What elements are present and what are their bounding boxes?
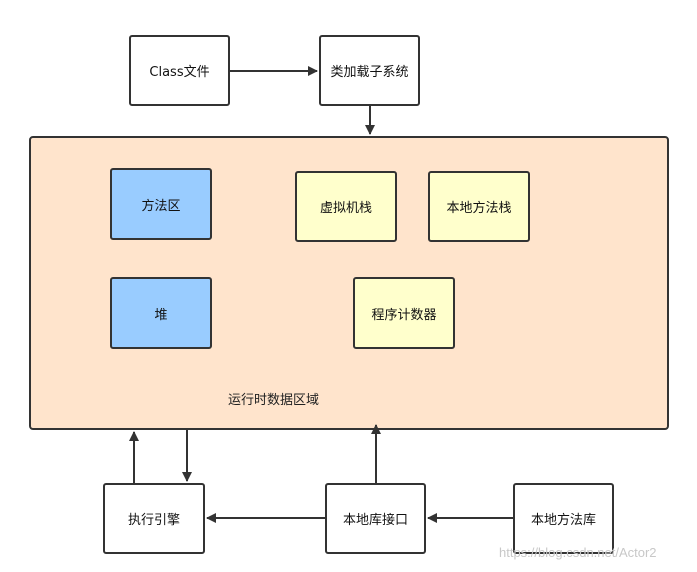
class-file-node: Class文件 [129, 35, 230, 106]
execution-engine-label: 执行引擎 [127, 513, 180, 528]
vm-stack-label: 虚拟机栈 [319, 201, 372, 216]
watermark: https://blog.csdn.net/Actor2 [499, 545, 657, 560]
heap-label: 堆 [154, 307, 168, 323]
class-loader-node: 类加载子系统 [319, 35, 420, 106]
native-interface-label: 本地库接口 [342, 513, 408, 528]
class-file-label: Class文件 [149, 65, 210, 80]
pc-register-node: 程序计数器 [353, 277, 455, 349]
method-area-node: 方法区 [110, 168, 212, 240]
heap-node: 堆 [110, 277, 212, 349]
execution-engine-node: 执行引擎 [103, 483, 205, 554]
native-library-node: 本地方法库 [513, 483, 614, 554]
pc-register-label: 程序计数器 [371, 307, 437, 323]
native-library-label: 本地方法库 [530, 513, 596, 528]
vm-stack-node: 虚拟机栈 [295, 171, 397, 242]
native-interface-node: 本地库接口 [325, 483, 426, 554]
class-loader-label: 类加载子系统 [330, 65, 409, 80]
runtime-area-label: 运行时数据区域 [228, 393, 320, 408]
native-method-stack-node: 本地方法栈 [428, 171, 530, 242]
method-area-label: 方法区 [141, 198, 181, 214]
native-method-stack-label: 本地方法栈 [446, 201, 512, 216]
